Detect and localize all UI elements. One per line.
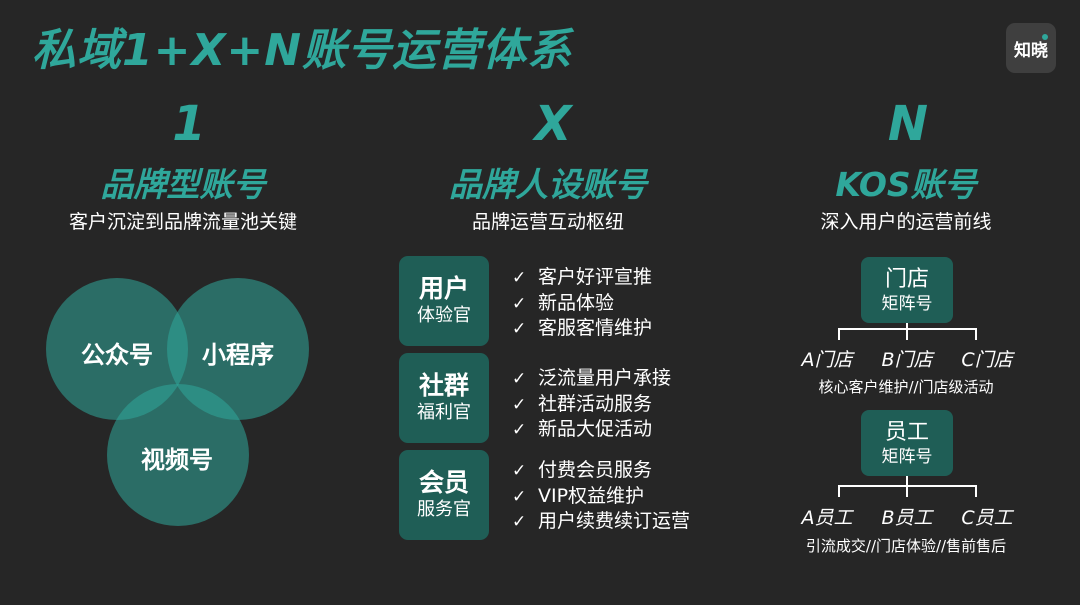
check-icon: ✓ [512, 319, 527, 339]
duty-item: ✓客户好评宣推 [512, 265, 652, 291]
page-title: 私域1+X+N账号运营体系 [32, 25, 573, 76]
venn-diagram [46, 278, 309, 526]
duty-item: ✓付费会员服务 [512, 458, 690, 484]
staff-b-label: B员工 [881, 507, 933, 529]
officer-box-community-welfare: 社群 福利官 [399, 353, 489, 443]
column-1-subtitle: 客户沉淀到品牌流量池关键 [68, 211, 297, 233]
matrix-box-store: 门店 矩阵号 [861, 257, 953, 323]
check-icon: ✓ [512, 461, 527, 481]
duty-item: ✓VIP权益维护 [512, 484, 690, 510]
venn-circle-mini-program [167, 278, 309, 420]
duty-list-member-service: ✓付费会员服务 ✓VIP权益维护 ✓用户续费续订运营 [512, 458, 690, 535]
column-3-subtitle: 深入用户的运营前线 [820, 211, 992, 233]
column-3-letter: N [887, 96, 929, 152]
column-2-subtitle: 品牌运营互动枢纽 [471, 211, 624, 233]
tree-connector [975, 485, 977, 497]
matrix-subtitle: 矩阵号 [881, 293, 933, 314]
officer-box-member-service: 会员 服务官 [399, 450, 489, 540]
venn-label-official-account: 公众号 [81, 341, 153, 369]
tree-connector [838, 328, 840, 340]
check-icon: ✓ [512, 293, 527, 314]
tree-connector [906, 476, 908, 486]
duty-list-user-experience: ✓客户好评宣推 ✓新品体验 ✓客服客情维护 [512, 265, 652, 342]
store-a-label: A门店 [801, 349, 853, 371]
matrix-title: 员工 [884, 419, 929, 445]
duty-list-community-welfare: ✓泛流量用户承接 ✓社群活动服务 ✓新品大促活动 [512, 366, 671, 443]
column-2-letter: X [534, 96, 572, 152]
tree-connector [906, 485, 908, 497]
officer-title: 社群 [418, 371, 469, 400]
column-3-heading: KOS账号 [835, 165, 977, 204]
tree-connector [906, 323, 908, 329]
officer-title: 会员 [418, 468, 469, 497]
matrix-title: 门店 [884, 266, 929, 292]
duty-item: ✓新品大促活动 [512, 417, 671, 443]
column-2-heading: 品牌人设账号 [449, 165, 647, 204]
staff-matrix-caption: 引流成交//门店体验//售前售后 [805, 537, 1007, 555]
venn-label-mini-program: 小程序 [202, 341, 274, 369]
check-icon: ✓ [512, 486, 527, 507]
tree-connector [838, 485, 840, 497]
matrix-subtitle: 矩阵号 [881, 446, 933, 467]
check-icon: ✓ [512, 268, 527, 288]
officer-box-user-experience: 用户 体验官 [399, 256, 489, 346]
store-b-label: B门店 [881, 349, 933, 371]
officer-title: 用户 [418, 274, 469, 303]
staff-c-label: C员工 [961, 507, 1013, 529]
column-1-heading: 品牌型账号 [100, 165, 266, 204]
logo-dot-icon [1042, 34, 1048, 40]
officer-subtitle: 福利官 [417, 402, 471, 423]
venn-circle-official-account [46, 278, 188, 420]
officer-subtitle: 体验官 [417, 305, 471, 326]
logo: 知晓 [1006, 23, 1056, 73]
column-1-letter: 1 [172, 96, 206, 152]
duty-item: ✓新品体验 [512, 291, 652, 317]
venn-label-video-account: 视频号 [141, 446, 213, 474]
store-c-label: C门店 [961, 349, 1013, 371]
duty-item: ✓社群活动服务 [512, 392, 671, 418]
check-icon: ✓ [512, 369, 527, 389]
check-icon: ✓ [512, 394, 527, 415]
tree-connector [975, 328, 977, 340]
check-icon: ✓ [512, 512, 527, 532]
venn-circle-video-account [107, 384, 249, 526]
store-matrix-caption: 核心客户维护//门店级活动 [818, 378, 994, 396]
matrix-box-staff: 员工 矩阵号 [861, 410, 953, 476]
tree-connector [906, 328, 908, 340]
duty-item: ✓客服客情维护 [512, 316, 652, 342]
duty-item: ✓用户续费续订运营 [512, 509, 690, 535]
duty-item: ✓泛流量用户承接 [512, 366, 671, 392]
check-icon: ✓ [512, 420, 527, 440]
staff-a-label: A员工 [801, 507, 853, 529]
officer-subtitle: 服务官 [417, 499, 471, 520]
logo-text: 知晓 [1014, 40, 1048, 61]
